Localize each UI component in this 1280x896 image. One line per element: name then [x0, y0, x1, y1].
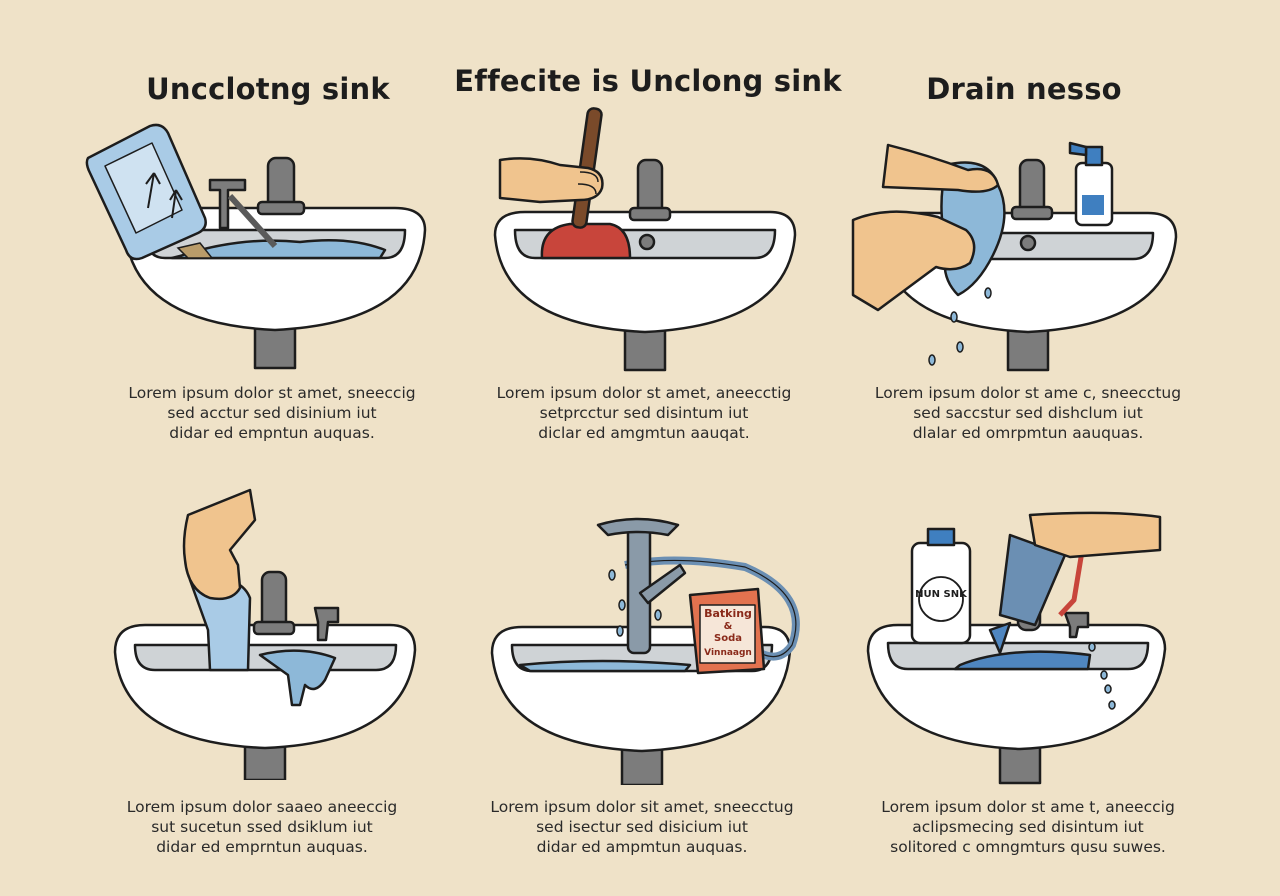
- water-splash: [258, 649, 337, 707]
- box-label-3: Soda: [714, 633, 742, 644]
- hand-icon: [182, 488, 257, 601]
- caption-panel-2: Lorem ipsum dolor st amet, aneecctig set…: [464, 383, 824, 443]
- panel-2-title: Effecite is Unclong sink: [454, 64, 842, 98]
- box-label-2: &: [724, 621, 733, 632]
- water: [170, 238, 387, 260]
- bottle-label: NUN SNK: [915, 589, 968, 600]
- plunger-cup: [540, 222, 632, 260]
- panel-6-illustration: NUN SNK: [866, 511, 1167, 785]
- hand-icon: [881, 143, 1000, 193]
- caption-line: sed acctur sed disinium iut: [167, 404, 377, 422]
- caption-line: Lorem ipsum dolor st amet, sneeccig: [128, 384, 416, 402]
- caption-line: didar ed emprntun auquas.: [156, 838, 368, 856]
- caption-line: setprcctur sed disintum iut: [539, 404, 749, 422]
- caption-panel-6: Lorem ipsum dolor st ame t, aneeccig acl…: [848, 797, 1208, 857]
- box-label-4: Vinnaagn: [704, 648, 752, 658]
- caption-line: didar ed ampmtun auquas.: [536, 838, 748, 856]
- water: [518, 659, 692, 673]
- faucet-spout: [208, 178, 247, 230]
- caption-line: solitored c omngmturs qusu suwes.: [890, 838, 1166, 856]
- caption-line: aclipsmecing sed disintum iut: [912, 818, 1144, 836]
- caption-line: Lorem ipsum dolor saaeo aneeccig: [126, 798, 398, 816]
- caption-panel-4: Lorem ipsum dolor saaeo aneeccig sut suc…: [82, 797, 442, 857]
- caption-panel-1: Lorem ipsum dolor st amet, sneeccig sed …: [92, 383, 452, 443]
- panel-2-illustration: [493, 107, 797, 372]
- caption-line: sed saccstur sed dishclum iut: [913, 404, 1143, 422]
- caption-panel-5: Lorem ipsum dolor sit amet, sneecctug se…: [462, 797, 822, 857]
- sink-pedestal: [998, 741, 1042, 785]
- faucet-handle: [1063, 611, 1090, 639]
- hand-icon-2: [851, 210, 976, 312]
- panel-1-title: Uncclotng sink: [146, 72, 390, 106]
- caption-line: sed isectur sed disicium iut: [536, 818, 748, 836]
- panel-5-illustration: Batking & Soda Vinnaagn: [490, 517, 800, 785]
- hand-icon: [498, 157, 604, 204]
- panel-3-title: Drain nesso: [926, 72, 1122, 106]
- caption-line: diclar ed amgmtun aauqat.: [538, 424, 750, 442]
- water: [953, 650, 1092, 671]
- caption-line: Lorem ipsum dolor st amet, aneecctig: [496, 384, 792, 402]
- hand-icon: [1028, 511, 1162, 559]
- panel-3-illustration: [851, 141, 1178, 372]
- caption-panel-3: Lorem ipsum dolor st ame c, sneecctug se…: [848, 383, 1208, 443]
- spray-bottle-icon: [1074, 161, 1114, 227]
- panel-4-illustration: [113, 488, 417, 780]
- caption-line: Lorem ipsum dolor st ame t, aneeccig: [881, 798, 1175, 816]
- drain-icon: [638, 233, 656, 251]
- sink-basin: [113, 623, 417, 750]
- box-label-1: Batking: [704, 607, 752, 620]
- caption-line: sut sucetun ssed dsiklum iut: [151, 818, 373, 836]
- faucet-handle: [313, 606, 340, 642]
- drain-icon: [1019, 234, 1037, 252]
- caption-line: Lorem ipsum dolor st ame c, sneecctug: [874, 384, 1182, 402]
- caption-line: dlalar ed omrpmtun aauquas.: [912, 424, 1144, 442]
- caption-line: didar ed empntun auquas.: [169, 424, 375, 442]
- panel-1-illustration: [85, 123, 427, 370]
- caption-line: Lorem ipsum dolor sit amet, sneecctug: [490, 798, 794, 816]
